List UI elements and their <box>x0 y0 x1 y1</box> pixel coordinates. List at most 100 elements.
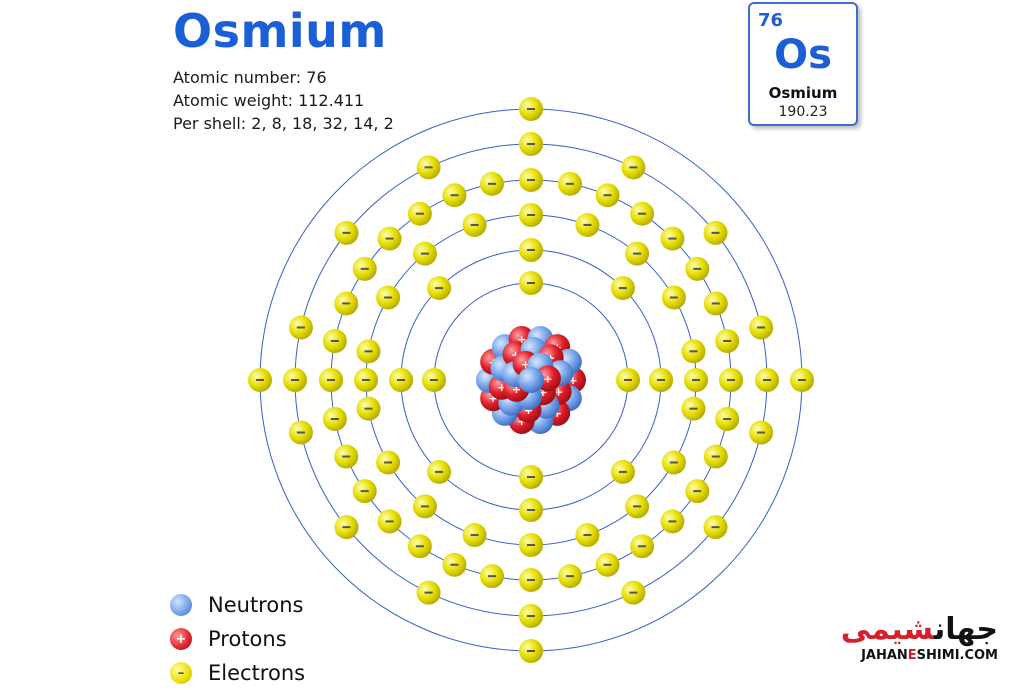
electron-minus-sign <box>669 296 678 299</box>
electron <box>334 291 359 316</box>
electron <box>334 444 359 469</box>
electron-minus-sign <box>689 350 698 353</box>
electron-minus-sign <box>397 379 405 381</box>
nucleus: ++++++++++++++++ <box>476 326 586 434</box>
electron <box>479 171 504 196</box>
electron <box>616 368 640 392</box>
electron-minus-sign <box>693 490 702 493</box>
electron <box>625 494 650 519</box>
electron-minus-sign <box>415 212 424 215</box>
proton-plus-sign: + <box>553 407 562 420</box>
electron-minus-sign <box>727 379 735 381</box>
electron <box>288 315 313 340</box>
electron-minus-sign <box>527 108 535 110</box>
electron <box>558 171 583 196</box>
electron <box>630 201 655 226</box>
electron-minus-sign <box>757 326 766 329</box>
electron <box>354 368 378 392</box>
electron-minus-sign <box>342 231 351 234</box>
electron-minus-sign <box>566 182 575 185</box>
electron <box>755 368 779 392</box>
electron-minus-sign <box>693 267 702 270</box>
electron-minus-sign <box>342 526 351 529</box>
electron <box>352 256 377 281</box>
neutron <box>518 367 544 393</box>
electron <box>621 155 646 180</box>
watermark-en-accent: E <box>907 648 917 663</box>
electron <box>749 315 774 340</box>
electron <box>703 515 728 540</box>
electron-minus-sign <box>342 455 351 458</box>
electron-minus-sign <box>384 296 393 299</box>
electron-minus-sign <box>470 223 479 226</box>
electron <box>376 450 401 475</box>
electron <box>610 276 635 301</box>
electron <box>595 183 620 208</box>
electron <box>719 368 743 392</box>
electron-minus-sign <box>385 520 394 523</box>
electron <box>519 238 543 262</box>
electron-minus-sign <box>638 212 647 215</box>
electron-minus-sign <box>450 563 459 566</box>
electron <box>630 534 655 559</box>
electron-minus-sign <box>424 166 433 169</box>
electron <box>412 494 437 519</box>
electron-minus-sign <box>435 470 444 473</box>
electron-minus-sign <box>527 476 535 478</box>
page-title: Osmium <box>173 4 387 58</box>
electron-minus-sign <box>527 143 535 145</box>
electron <box>356 339 381 364</box>
electron-minus-sign <box>364 350 373 353</box>
electron-minus-sign <box>629 591 638 594</box>
electron-minus-sign <box>296 431 305 434</box>
electron-minus-sign <box>424 591 433 594</box>
electron <box>703 444 728 469</box>
electron-minus-sign <box>330 418 339 421</box>
electron <box>685 479 710 504</box>
electron <box>283 368 307 392</box>
proton-plus-sign: + <box>543 372 552 385</box>
legend-item-electrons: – Electrons <box>170 656 305 690</box>
electron <box>660 509 685 534</box>
electron <box>389 368 413 392</box>
watermark-fa-accent: شیمی <box>840 612 935 647</box>
electron-minus-sign <box>689 407 698 410</box>
electron-minus-sign <box>711 455 720 458</box>
proton-plus-sign: + <box>489 392 498 405</box>
electron <box>681 396 706 421</box>
electron-minus-sign <box>527 249 535 251</box>
electron <box>661 450 686 475</box>
proton-plus-sign: + <box>517 415 526 428</box>
electron-minus-sign <box>430 379 438 381</box>
electron-minus-sign <box>420 252 429 255</box>
electron-minus-sign <box>385 237 394 240</box>
electron-minus-sign <box>487 182 496 185</box>
electron-swatch-icon: – <box>170 662 192 684</box>
legend-item-neutrons: Neutrons <box>170 588 305 622</box>
electron <box>376 285 401 310</box>
electron <box>621 580 646 605</box>
proton-plus-sign: + <box>517 333 526 346</box>
electron-minus-sign <box>692 379 700 381</box>
electron-minus-sign <box>711 302 720 305</box>
electron <box>610 459 635 484</box>
proton-plus-sign: + <box>546 351 555 364</box>
electron <box>715 328 740 353</box>
electron <box>519 97 543 121</box>
proton-plus-sign: + <box>511 348 520 361</box>
electron <box>685 256 710 281</box>
electron <box>519 533 543 557</box>
neutron-swatch-icon <box>170 594 192 616</box>
electron <box>749 420 774 445</box>
electron <box>519 465 543 489</box>
tile-atomic-number: 76 <box>758 10 784 31</box>
atomic-number-text: Atomic number: 76 <box>173 68 327 87</box>
electron <box>334 220 359 245</box>
electron-minus-sign <box>527 509 535 511</box>
electron-minus-sign <box>296 326 305 329</box>
electron-minus-sign <box>763 379 771 381</box>
electron-minus-sign <box>362 379 370 381</box>
per-shell-text: Per shell: 2, 8, 18, 32, 14, 2 <box>173 114 394 133</box>
electron-minus-sign <box>527 615 535 617</box>
electron <box>422 368 446 392</box>
